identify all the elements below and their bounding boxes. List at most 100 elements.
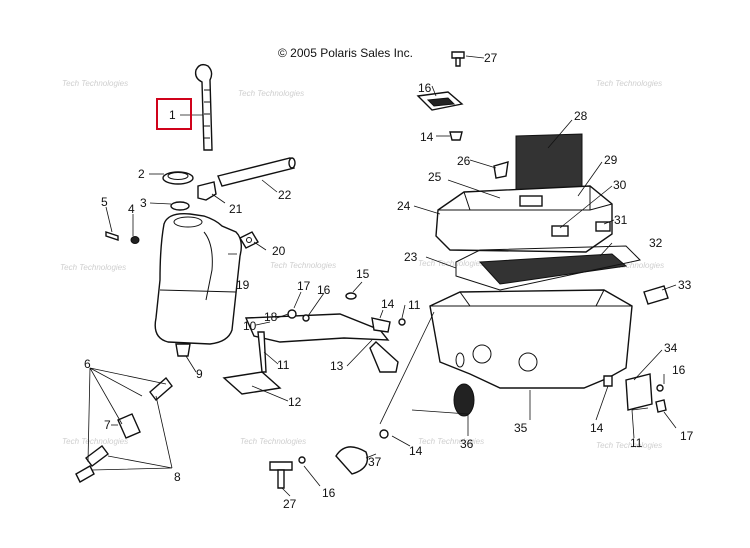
lid-vent-part: [551, 225, 569, 237]
callout-7[interactable]: 7: [104, 418, 111, 432]
clip-part: [345, 292, 357, 300]
inline-filter-part: [117, 413, 141, 439]
grommet-part: [130, 236, 140, 244]
callout-11-right[interactable]: 11: [630, 436, 643, 450]
callout-14-right[interactable]: 14: [590, 421, 604, 435]
callout-6[interactable]: 6: [84, 357, 91, 371]
callout-27-top[interactable]: 27: [484, 51, 498, 65]
airbox-assembly: [416, 51, 669, 417]
callout-17-center[interactable]: 17: [297, 279, 311, 293]
valve-part: [335, 446, 369, 475]
callout-14-lower[interactable]: 14: [409, 444, 423, 458]
callout-21[interactable]: 21: [229, 202, 243, 216]
callout-23[interactable]: 23: [404, 250, 418, 264]
elbow-fitting-part: [197, 181, 217, 201]
callout-33[interactable]: 33: [678, 278, 692, 292]
callout-31[interactable]: 31: [614, 213, 628, 227]
mounting-hardware: [222, 292, 406, 489]
watermark-2: Tech Technologies: [238, 89, 304, 98]
highlight-box: [156, 98, 192, 130]
watermark-10: Tech Technologies: [418, 437, 484, 446]
watermark-6: Tech Technologies: [418, 259, 484, 268]
callout-28[interactable]: 28: [574, 109, 588, 123]
watermark-1: Tech Technologies: [62, 79, 128, 88]
inline-filter-assembly: [75, 376, 173, 483]
watermark-7: Tech Technologies: [598, 261, 664, 270]
callout-17-right[interactable]: 17: [680, 429, 694, 443]
callout-24[interactable]: 24: [397, 199, 411, 213]
callout-27-bottom[interactable]: 27: [283, 497, 297, 511]
watermark-3: Tech Technologies: [596, 79, 662, 88]
callout-13[interactable]: 13: [330, 359, 344, 373]
callout-3[interactable]: 3: [140, 196, 147, 210]
callout-25[interactable]: 25: [428, 170, 442, 184]
base-bracket-part: [222, 371, 282, 395]
stud-part: [257, 331, 267, 373]
watermarks: Tech Technologies Tech Technologies Tech…: [60, 79, 664, 450]
dipstick-ribs: [204, 89, 210, 139]
callout-37[interactable]: 37: [368, 455, 382, 469]
callout-19[interactable]: 19: [236, 278, 250, 292]
oil-tank-part: [154, 213, 243, 345]
callout-16-right[interactable]: 16: [672, 363, 686, 377]
hose-clamp-lower-part: [85, 445, 109, 467]
callout-30[interactable]: 30: [613, 178, 627, 192]
drain-fitting-part: [175, 343, 191, 357]
callout-15[interactable]: 15: [356, 267, 370, 281]
callout-11-bracket[interactable]: 11: [277, 358, 290, 372]
callout-16-bottom[interactable]: 16: [322, 486, 336, 500]
callout-4[interactable]: 4: [128, 202, 135, 216]
cap-seal-part: [170, 201, 190, 211]
top-grommet-part: [449, 131, 463, 141]
dipstick-hose-part: [194, 63, 213, 151]
callout-10[interactable]: 10: [243, 319, 257, 333]
watermark-9: Tech Technologies: [240, 437, 306, 446]
lid-window-part: [595, 221, 611, 232]
callout-numbers: 1 2 3 4 5 6 7 8 9 10 11 11 11 12 13 14 1…: [84, 51, 694, 511]
callout-18[interactable]: 18: [264, 310, 278, 324]
callout-14-top[interactable]: 14: [420, 130, 434, 144]
foam-filter-part: [515, 133, 583, 193]
tank-cap-part: [162, 171, 194, 185]
callout-8[interactable]: 8: [174, 470, 181, 484]
hose-end-part: [75, 465, 95, 483]
callout-1[interactable]: 1: [169, 108, 176, 122]
callout-14-bracket[interactable]: 14: [381, 297, 395, 311]
lid-cover-part: [519, 195, 543, 207]
copyright-text: © 2005 Polaris Sales Inc.: [278, 46, 413, 60]
airbox-base-part: [429, 289, 633, 389]
side-bracket-part: [625, 373, 653, 411]
washer-part: [287, 309, 297, 319]
oil-tank-assembly: [105, 63, 296, 357]
callout-12[interactable]: 12: [288, 395, 302, 409]
mount-bracket-part: [239, 231, 259, 249]
callout-16-top[interactable]: 16: [418, 81, 432, 95]
callout-35[interactable]: 35: [514, 421, 528, 435]
watermark-4: Tech Technologies: [60, 263, 126, 272]
callout-29[interactable]: 29: [604, 153, 618, 167]
callout-34[interactable]: 34: [664, 341, 678, 355]
top-bolt-part: [451, 51, 465, 59]
callout-16-center[interactable]: 16: [317, 283, 331, 297]
watermark-8: Tech Technologies: [62, 437, 128, 446]
side-clip-part: [643, 285, 669, 305]
watermark-11: Tech Technologies: [596, 441, 662, 450]
callout-36[interactable]: 36: [460, 437, 474, 451]
callout-11-box[interactable]: 11: [408, 298, 421, 312]
filter-element-part: [478, 253, 628, 285]
callout-22[interactable]: 22: [278, 188, 292, 202]
callout-20[interactable]: 20: [272, 244, 286, 258]
callout-26[interactable]: 26: [457, 154, 471, 168]
screw-part: [105, 231, 119, 241]
latch-clip-part: [493, 161, 509, 179]
vent-hose-part: [217, 157, 295, 187]
leader-lines: [87, 55, 677, 497]
callout-5[interactable]: 5: [101, 195, 108, 209]
callout-32[interactable]: 32: [649, 236, 663, 250]
watermark-5: Tech Technologies: [270, 261, 336, 270]
callout-2[interactable]: 2: [138, 167, 145, 181]
bolt-head-part: [269, 461, 293, 471]
callout-9[interactable]: 9: [196, 367, 203, 381]
